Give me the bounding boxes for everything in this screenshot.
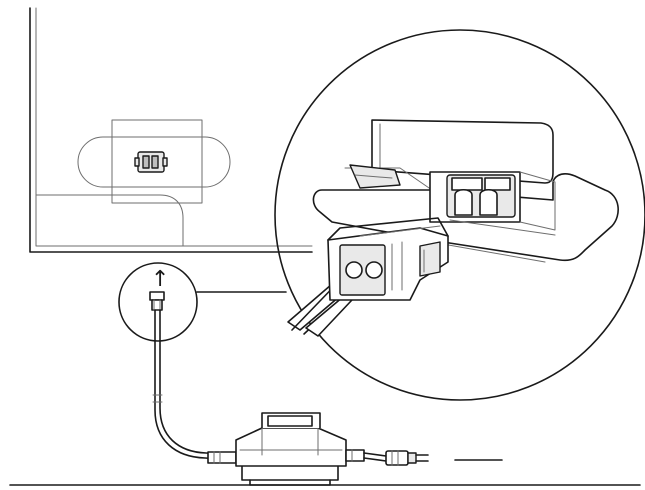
wall-panel xyxy=(29,7,313,253)
small-inset-circle: ↑ xyxy=(118,262,287,342)
detail-socket-housing xyxy=(312,119,619,263)
detail-connector-plug xyxy=(287,217,449,337)
upward-arrow-icon: ↑ xyxy=(151,267,169,292)
power-adapter xyxy=(207,412,365,486)
socket-recess xyxy=(77,119,231,204)
adapter-cable xyxy=(152,340,221,460)
ac-plug xyxy=(363,450,503,466)
detail-magnifier-circle xyxy=(274,29,645,401)
